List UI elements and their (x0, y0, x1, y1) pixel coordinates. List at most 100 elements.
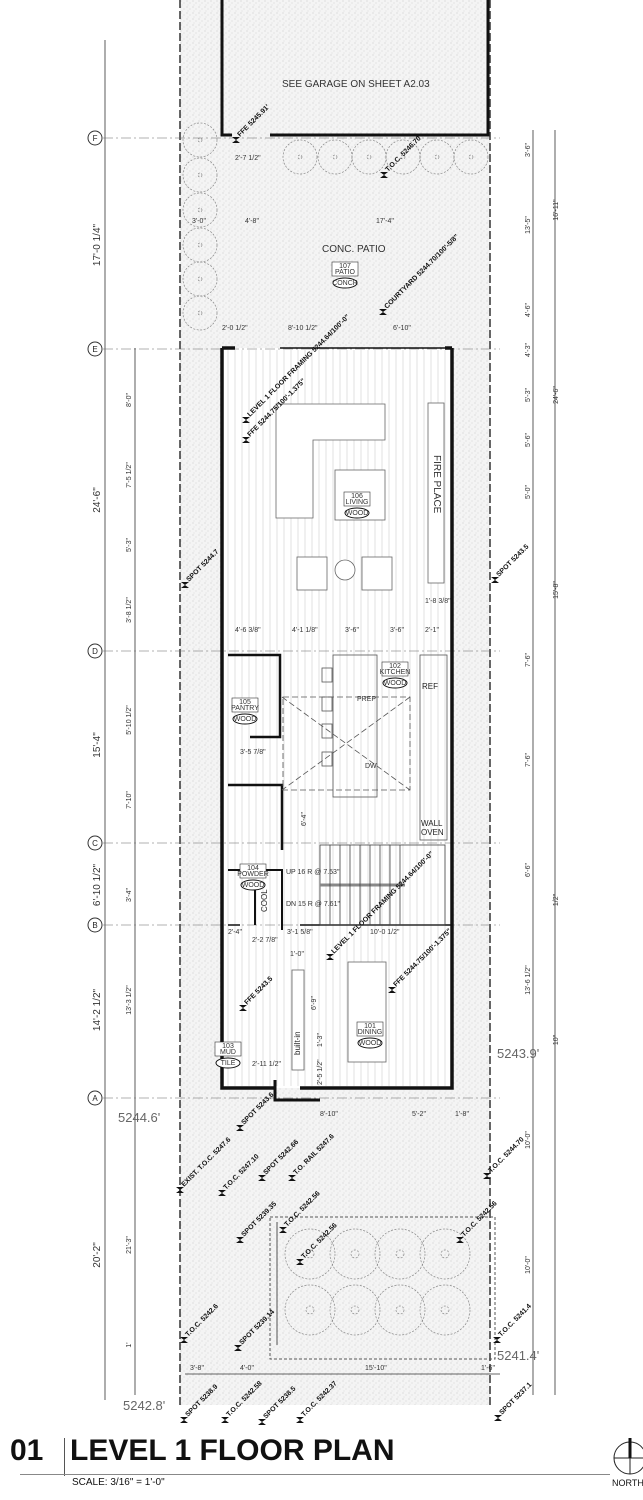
drawing-title: LEVEL 1 FLOOR PLAN (70, 1434, 395, 1467)
grid-bubble-F: F (87, 130, 103, 146)
garage-note: SEE GARAGE ON SHEET A2.03 (282, 79, 430, 90)
dim-horizontal: 15'-10" (365, 1365, 387, 1372)
room-number: 105 (239, 699, 251, 706)
dim-left-detail: 8'-0" (126, 393, 133, 407)
prep-label: PREP (357, 696, 376, 703)
dim-right-overall: 16'-11" (553, 199, 560, 221)
dim-horizontal: 6'-4" (301, 812, 308, 826)
grid-label: C (92, 839, 98, 848)
dim-right-detail: 5'-3" (525, 388, 532, 402)
room-material: WOOD (359, 1040, 382, 1047)
dim-right-detail: 7'-6" (525, 653, 532, 667)
stair-dn-label: DN 15 R @ 7.61" (286, 901, 340, 908)
dim-left-overall: 17'-0 1/4" (92, 223, 103, 266)
grid-label: E (92, 345, 97, 354)
dim-right-detail: 4'-6" (525, 303, 532, 317)
room-material: WOOD (242, 882, 265, 889)
grid-bubble-C: C (87, 835, 103, 851)
dim-horizontal: 8'-10" (320, 1111, 338, 1118)
dim-horizontal: 5'-2" (412, 1111, 426, 1118)
annotation-text: SPOT 5243.5 (495, 543, 530, 578)
dim-horizontal: 17'-4" (376, 218, 394, 225)
room-name: KITCHEN (380, 669, 411, 676)
dim-horizontal: 2'-11 1/2" (252, 1061, 282, 1068)
spot-annotation: SPOT 5237.1 (494, 1381, 533, 1421)
spot-annotation: T.O.C. 5241.4 (493, 1303, 533, 1343)
dim-left-overall: 24'-6" (92, 487, 103, 513)
dim-horizontal: 2'-4" (228, 929, 242, 936)
room-name: PANTRY (231, 705, 259, 712)
dim-left-overall: 6'-10 1/2" (92, 863, 103, 906)
wall-oven-label-1: WALL (421, 819, 443, 828)
title-block: 01 LEVEL 1 FLOOR PLAN SCALE: 3/16" = 1'-… (0, 1428, 643, 1500)
dim-horizontal: 1'-8 3/8" (425, 598, 451, 605)
dim-horizontal: 1'-0" (290, 951, 304, 958)
title-divider (64, 1438, 65, 1476)
builtin-label: built-in (293, 1031, 302, 1055)
dim-horizontal: 6'-10" (393, 325, 411, 332)
dim-left-overall: 20'-2" (92, 1242, 103, 1268)
grid-label: B (92, 921, 97, 930)
dim-horizontal: 3'-6" (345, 627, 359, 634)
spot-elevation: 5241.4' (497, 1348, 539, 1363)
dim-right-detail: 13'-6 1/2" (525, 965, 532, 995)
drawing-number: 01 (10, 1434, 44, 1467)
dim-left-detail: 5'-3" (126, 538, 133, 552)
title-underline (20, 1474, 610, 1475)
ref-label: REF (422, 682, 438, 691)
dim-left-overall: 15'-4" (92, 732, 103, 758)
trees (182, 122, 489, 1336)
dim-horizontal: 2'-7 1/2" (235, 155, 261, 162)
patio-label: CONC. PATIO (322, 244, 386, 255)
house-walls (220, 346, 454, 1102)
dim-horizontal: 10'-0 1/2" (370, 929, 400, 936)
living-furniture (275, 402, 445, 591)
dim-horizontal: 1'-8" (455, 1111, 469, 1118)
dim-left-detail: 21'-3" (126, 1236, 133, 1254)
spot-elevation: 5244.6' (118, 1110, 160, 1125)
grid-bubble-A: A (87, 1090, 103, 1106)
dim-right-detail: 4'-3" (525, 343, 532, 357)
dim-right-detail: 13'-5" (525, 216, 532, 234)
room-number: 101 (364, 1023, 376, 1030)
dim-horizontal: 3'-5 7/8" (240, 749, 266, 756)
room-material: WOOD (234, 716, 257, 723)
dim-right-detail: 10'-0" (525, 1256, 532, 1274)
dim-horizontal: 4'-1 1/8" (292, 627, 318, 634)
spot-elevation: 5242.8' (123, 1398, 165, 1413)
dim-horizontal: 3'-0" (192, 218, 206, 225)
dim-right-overall: 24'-6" (553, 386, 560, 404)
dim-left-detail: 7'-10" (126, 791, 133, 809)
dim-horizontal: 3'-8" (190, 1365, 204, 1372)
dim-left-detail: 13'-3 1/2" (126, 985, 133, 1015)
room-material: CONCR (332, 280, 358, 287)
room-name: LIVING (346, 499, 369, 506)
dim-horizontal: 4'-8" (245, 218, 259, 225)
grid-bubble-B: B (87, 917, 103, 933)
room-material: WOOD (346, 510, 369, 517)
north-arrow-icon (613, 1438, 643, 1475)
room-name: PATIO (335, 269, 356, 276)
dim-horizontal: 4'-0" (240, 1365, 254, 1372)
dim-right-detail: 6'-6" (525, 863, 532, 877)
spot-elevation: 5243.9' (497, 1046, 539, 1061)
dim-left-detail: 3'-4" (126, 888, 133, 902)
cool-label: COOL (260, 889, 269, 912)
dw-label: DW (365, 763, 377, 770)
dim-right-detail: 7'-6" (525, 753, 532, 767)
dim-right-detail: 5'-0" (525, 485, 532, 499)
dim-right-overall: 1/2" (553, 893, 560, 906)
dim-left-overall: 14'-2 1/2" (92, 988, 103, 1031)
dim-left-detail: 7'-5 1/2" (126, 462, 133, 488)
dim-horizontal: 2'-1" (425, 627, 439, 634)
grid-label: F (93, 134, 98, 143)
room-number: 103 (222, 1043, 234, 1050)
dim-horizontal: 3'-6" (390, 627, 404, 634)
